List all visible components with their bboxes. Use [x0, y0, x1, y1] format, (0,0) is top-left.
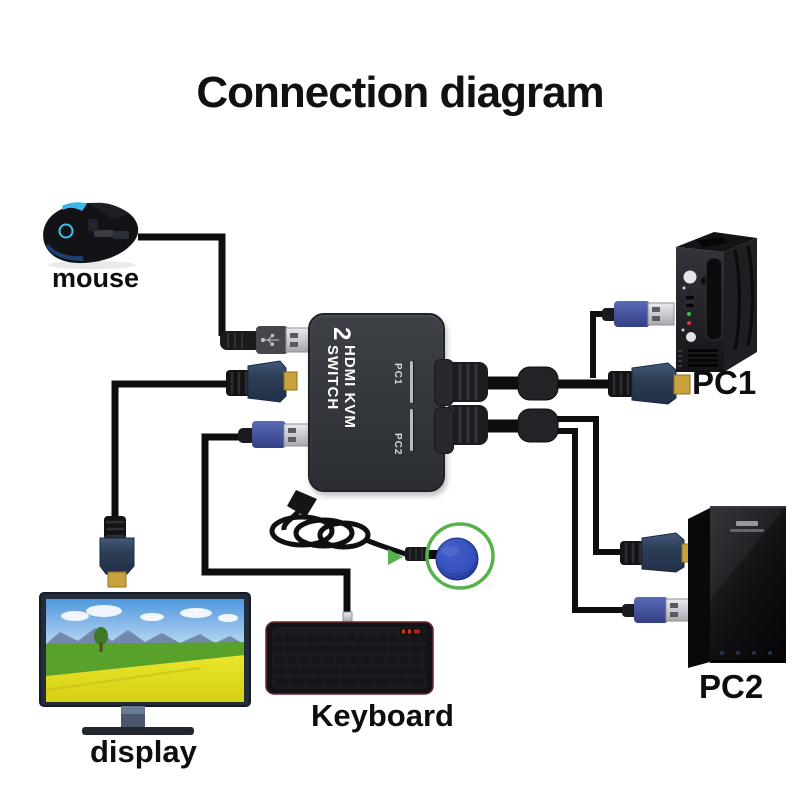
- remote-switch-cord: [269, 490, 438, 561]
- kvm-slot-1: [410, 361, 413, 403]
- keyboard-indicator-lights: [400, 628, 422, 635]
- display-down-hdmi-connector: [99, 516, 135, 588]
- mouse-image: [43, 202, 139, 269]
- pc1-usb-cable: [590, 311, 612, 378]
- green-arrow-icon: [388, 549, 403, 565]
- pc1-hdmi-connector: [608, 362, 691, 405]
- mouse-logo-icon: [58, 223, 74, 239]
- mouse-label: mouse: [52, 263, 140, 293]
- ferrite-bead-top: [517, 366, 559, 401]
- kvm-output-port-2: [434, 407, 454, 454]
- pc1-image: [676, 232, 757, 372]
- pc2-usb-cable: [553, 428, 633, 613]
- display-image: [39, 592, 251, 735]
- pc1-usb-connector: [602, 301, 675, 327]
- pc2-logo: [736, 521, 758, 526]
- keyboard-cable: [201, 433, 351, 620]
- pc2-label: PC2: [699, 668, 764, 705]
- kvm-output-port-1: [434, 359, 454, 406]
- kvm-brand-name: HDMI KVM SWITCH: [324, 345, 358, 430]
- remote-switch-button: [435, 537, 479, 581]
- kvm-switch: 2 HDMI KVM SWITCH PC1 PC2: [308, 313, 454, 492]
- ferrite-bead-bottom: [517, 408, 559, 443]
- kvm-brand: 2 HDMI KVM SWITCH: [324, 327, 358, 483]
- kvm-port-label-pc1: PC1: [392, 363, 403, 386]
- tree: [94, 627, 108, 645]
- display-label: display: [90, 734, 197, 769]
- mouse-cable: [138, 233, 226, 336]
- kvm-port-label-pc2: PC2: [392, 433, 403, 456]
- keyboard-usb-connector: [238, 421, 311, 448]
- usb-trident-icon: [260, 333, 279, 346]
- kvm-slot-2: [410, 409, 413, 451]
- mouse-usb-connector: [220, 326, 312, 354]
- pc1-power-button: [683, 270, 697, 284]
- pc1-led-red: [687, 321, 691, 325]
- pc1-led-green: [687, 312, 691, 316]
- highlight-ring: [425, 522, 495, 590]
- pc2-hdmi-connector: [620, 532, 699, 573]
- keyboard-image: [265, 611, 434, 695]
- kvm-output-boots: [444, 362, 559, 445]
- pc2-hdmi-cable: [556, 416, 626, 555]
- pc1-label: PC1: [692, 364, 757, 401]
- keyboard-label: Keyboard: [311, 698, 454, 733]
- display-cable: [111, 380, 248, 524]
- display-hdmi-connector: [226, 360, 298, 403]
- pc1-drive-bay: [705, 257, 723, 341]
- cable-layer: [111, 233, 633, 620]
- keyboard-keys: [274, 633, 427, 687]
- page-title: Connection diagram: [196, 68, 604, 117]
- pc2-image: [688, 506, 786, 668]
- pc2-usb-connector: [622, 597, 693, 623]
- kvm-brand-number: 2: [328, 327, 355, 342]
